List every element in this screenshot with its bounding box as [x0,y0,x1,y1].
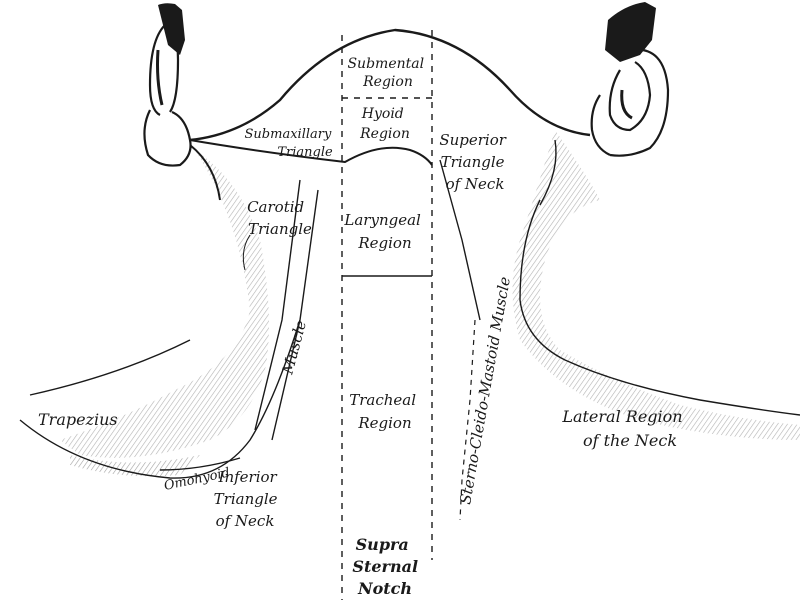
left-ear [143,23,192,167]
right-ear [590,48,670,157]
label-superior-triangle: Superior Triangle of Neck [439,131,510,193]
shading [60,130,800,477]
label-tracheal-region: Tracheal Region [349,391,421,432]
region-lines [341,30,433,600]
label-inferior-triangle: Inferior Triangle of Neck [214,468,283,530]
label-laryngeal-region: Laryngeal Region [343,211,425,252]
label-carotid-triangle: Carotid Triangle [247,198,312,238]
label-submental-region: Submental Region [347,56,428,90]
label-hyoid-region: Hyoid Region [359,106,410,142]
label-sterno-cleido-mastoid: Sterno-Cleido-Mastoid Muscle [456,275,514,506]
labels: Submental Region Hyoid Region Submaxilla… [38,56,687,598]
label-supra-sternal-notch: Supra Sternal Notch [352,535,423,598]
label-trapezius: Trapezius [38,410,118,429]
label-submaxillary-triangle: Submaxillary Triangle [245,127,336,160]
outline [19,28,800,521]
label-muscle: Muscle [278,318,310,377]
label-lateral-region: Lateral Region of the Neck [561,407,687,450]
